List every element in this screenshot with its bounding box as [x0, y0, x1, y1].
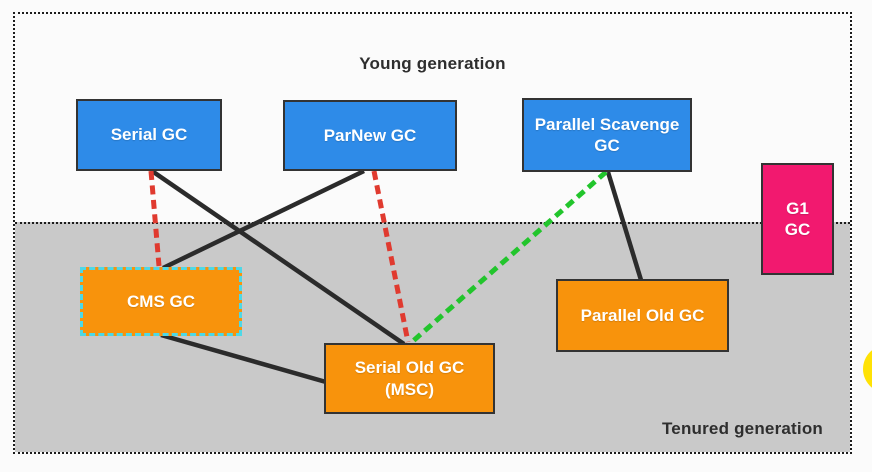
tenured-generation-title: Tenured generation [661, 419, 823, 438]
node-cms-gc-label: CMS GC [127, 291, 195, 311]
yellow-edge-artifact [863, 345, 872, 393]
node-parnew-gc: ParNew GC [283, 100, 457, 171]
node-serial-gc-label: Serial GC [110, 125, 188, 145]
node-parallel-old-gc: Parallel Old GC [556, 279, 729, 352]
node-parallel-scavenge-gc-label: Parallel Scavenge GC [534, 114, 680, 155]
node-serial-old-gc-label: Serial Old GC (MSC) [354, 358, 465, 399]
node-parallel-old-gc-label: Parallel Old GC [580, 305, 705, 325]
node-parallel-scavenge-gc: Parallel Scavenge GC [522, 98, 692, 172]
node-parnew-gc-label: ParNew GC [323, 125, 417, 145]
node-serial-old-gc: Serial Old GC (MSC) [324, 343, 495, 414]
node-cms-gc: CMS GC [80, 267, 242, 336]
young-generation-title: Young generation [359, 54, 506, 73]
node-g1-gc-label: G1 GC [784, 198, 811, 239]
node-serial-gc: Serial GC [76, 99, 222, 171]
node-g1-gc: G1 GC [761, 163, 834, 275]
